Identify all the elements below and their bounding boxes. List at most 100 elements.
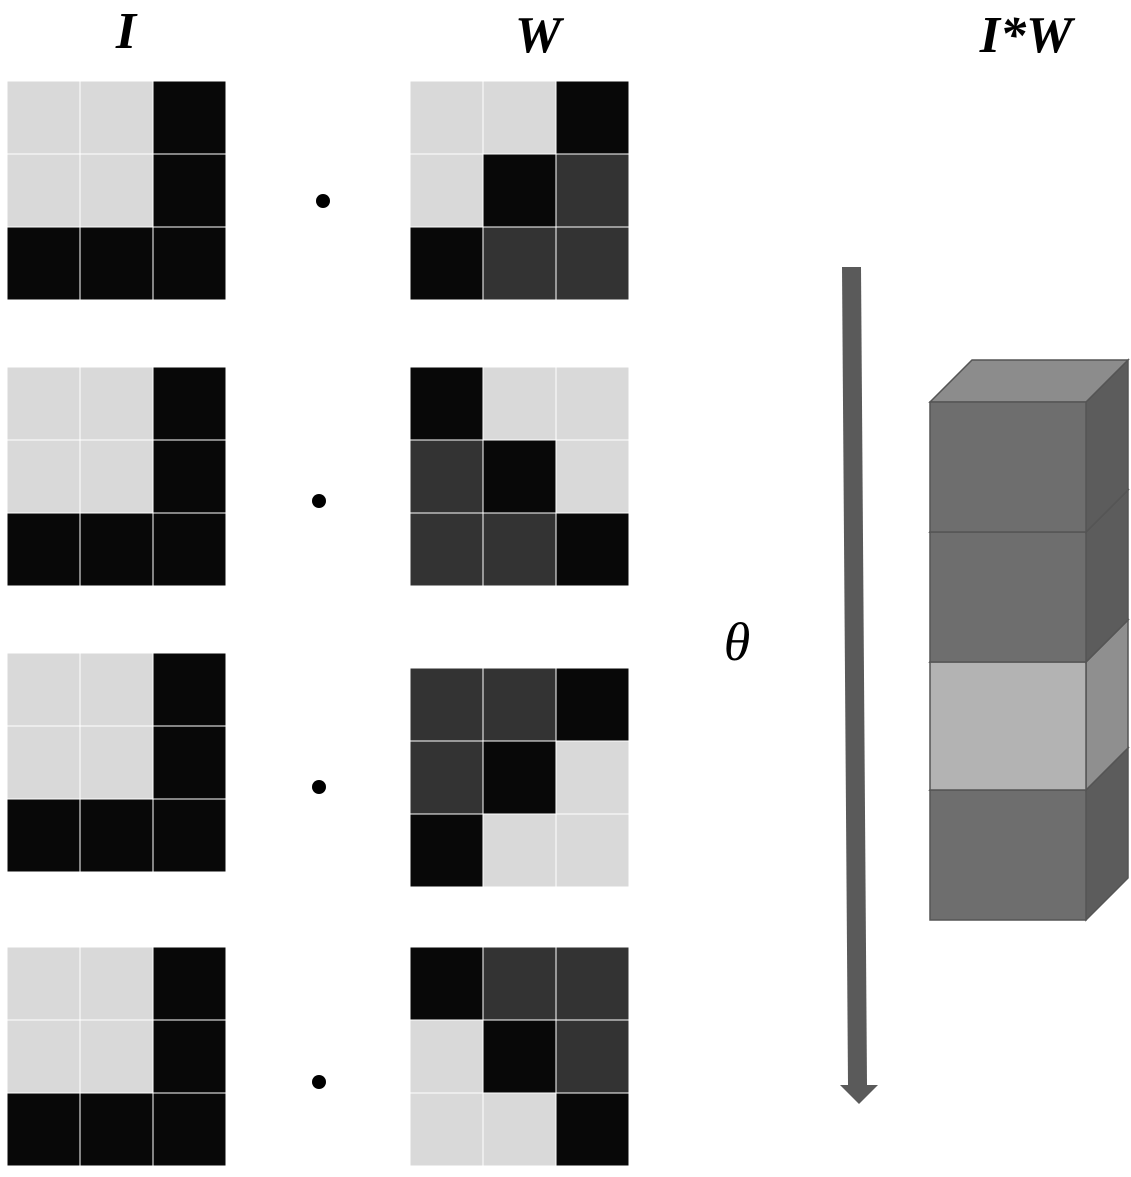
matrix-cell <box>409 740 484 815</box>
matrix-cell <box>409 813 484 888</box>
matrix-cell <box>409 439 484 514</box>
matrix-cell <box>555 439 630 514</box>
output-cube <box>928 358 1130 534</box>
matrix-cell <box>152 798 227 873</box>
matrix-cell <box>6 153 81 228</box>
matrix-cell <box>482 946 557 1021</box>
matrix-cell <box>152 226 227 301</box>
matrix-cell <box>6 226 81 301</box>
matrix-cell <box>555 226 630 301</box>
matrix-cell <box>79 226 154 301</box>
matrix-cell <box>555 1092 630 1167</box>
matrix-cell <box>482 366 557 441</box>
matrix-cell <box>409 667 484 742</box>
input-matrix <box>6 366 227 587</box>
matrix-cell <box>482 439 557 514</box>
matrix-cell <box>555 946 630 1021</box>
cube-front-face <box>929 789 1087 921</box>
cube-front-face <box>929 661 1087 791</box>
input-matrix <box>6 652 227 873</box>
matrix-cell <box>6 725 81 800</box>
matrix-cell <box>555 1019 630 1094</box>
matrix-cell <box>79 1019 154 1094</box>
matrix-cell <box>6 1092 81 1167</box>
matrix-cell <box>152 80 227 155</box>
matrix-cell <box>482 226 557 301</box>
matrix-cell <box>482 153 557 228</box>
matrix-cell <box>6 946 81 1021</box>
kernel-matrix <box>409 946 630 1167</box>
arrow-head <box>840 1085 878 1104</box>
matrix-cell <box>79 80 154 155</box>
matrix-cell <box>6 512 81 587</box>
kernel-matrix-group <box>409 80 630 1167</box>
matrix-cell <box>482 667 557 742</box>
matrix-cell <box>409 153 484 228</box>
theta-label: θ <box>724 612 751 672</box>
matrix-cell <box>6 439 81 514</box>
matrix-cell <box>482 512 557 587</box>
matrix-cell <box>482 1019 557 1094</box>
matrix-cell <box>152 512 227 587</box>
kernel-matrix <box>409 366 630 587</box>
kernel-matrix <box>409 80 630 301</box>
matrix-cell <box>152 725 227 800</box>
input-matrix-group <box>6 80 227 1167</box>
matrix-cell <box>79 946 154 1021</box>
matrix-cell <box>79 153 154 228</box>
matrix-cell <box>482 80 557 155</box>
dot-product-operator <box>316 194 330 208</box>
matrix-cell <box>555 813 630 888</box>
matrix-cell <box>6 798 81 873</box>
arrow-shaft <box>842 267 867 1085</box>
matrix-cell <box>555 153 630 228</box>
matrix-cell <box>409 946 484 1021</box>
matrix-cell <box>555 667 630 742</box>
matrix-cell <box>6 80 81 155</box>
matrix-cell <box>555 740 630 815</box>
matrix-cell <box>79 725 154 800</box>
input-matrix <box>6 946 227 1167</box>
matrix-cell <box>409 512 484 587</box>
matrix-cell <box>152 652 227 727</box>
matrix-cell <box>152 153 227 228</box>
rotation-arrow <box>840 267 878 1104</box>
dot-product-operator <box>312 780 326 794</box>
matrix-cell <box>555 80 630 155</box>
matrix-cell <box>6 1019 81 1094</box>
matrix-cell <box>555 512 630 587</box>
matrix-cell <box>79 652 154 727</box>
matrix-cell <box>152 946 227 1021</box>
matrix-cell <box>409 366 484 441</box>
matrix-cell <box>482 1092 557 1167</box>
dot-product-operator <box>312 494 326 508</box>
matrix-cell <box>79 512 154 587</box>
matrix-cell <box>482 813 557 888</box>
matrix-cell <box>6 652 81 727</box>
matrix-cell <box>152 1019 227 1094</box>
matrix-cell <box>79 366 154 441</box>
matrix-cell <box>152 366 227 441</box>
kernel-column-label: W <box>515 7 565 64</box>
output-column-label: I*W <box>979 7 1076 64</box>
dot-operator-group <box>312 194 330 1089</box>
matrix-cell <box>79 439 154 514</box>
matrix-cell <box>152 1092 227 1167</box>
matrix-cell <box>79 1092 154 1167</box>
matrix-cell <box>409 1019 484 1094</box>
output-cube-stack <box>928 358 1130 922</box>
matrix-cell <box>79 798 154 873</box>
dot-product-operator <box>312 1075 326 1089</box>
cube-front-face <box>929 531 1087 663</box>
input-matrix <box>6 80 227 301</box>
cube-front-face <box>929 401 1087 533</box>
input-column-label: I <box>115 3 138 60</box>
matrix-cell <box>6 366 81 441</box>
kernel-matrix <box>409 667 630 888</box>
matrix-cell <box>555 366 630 441</box>
matrix-cell <box>409 226 484 301</box>
matrix-cell <box>482 740 557 815</box>
matrix-cell <box>409 1092 484 1167</box>
matrix-cell <box>152 439 227 514</box>
